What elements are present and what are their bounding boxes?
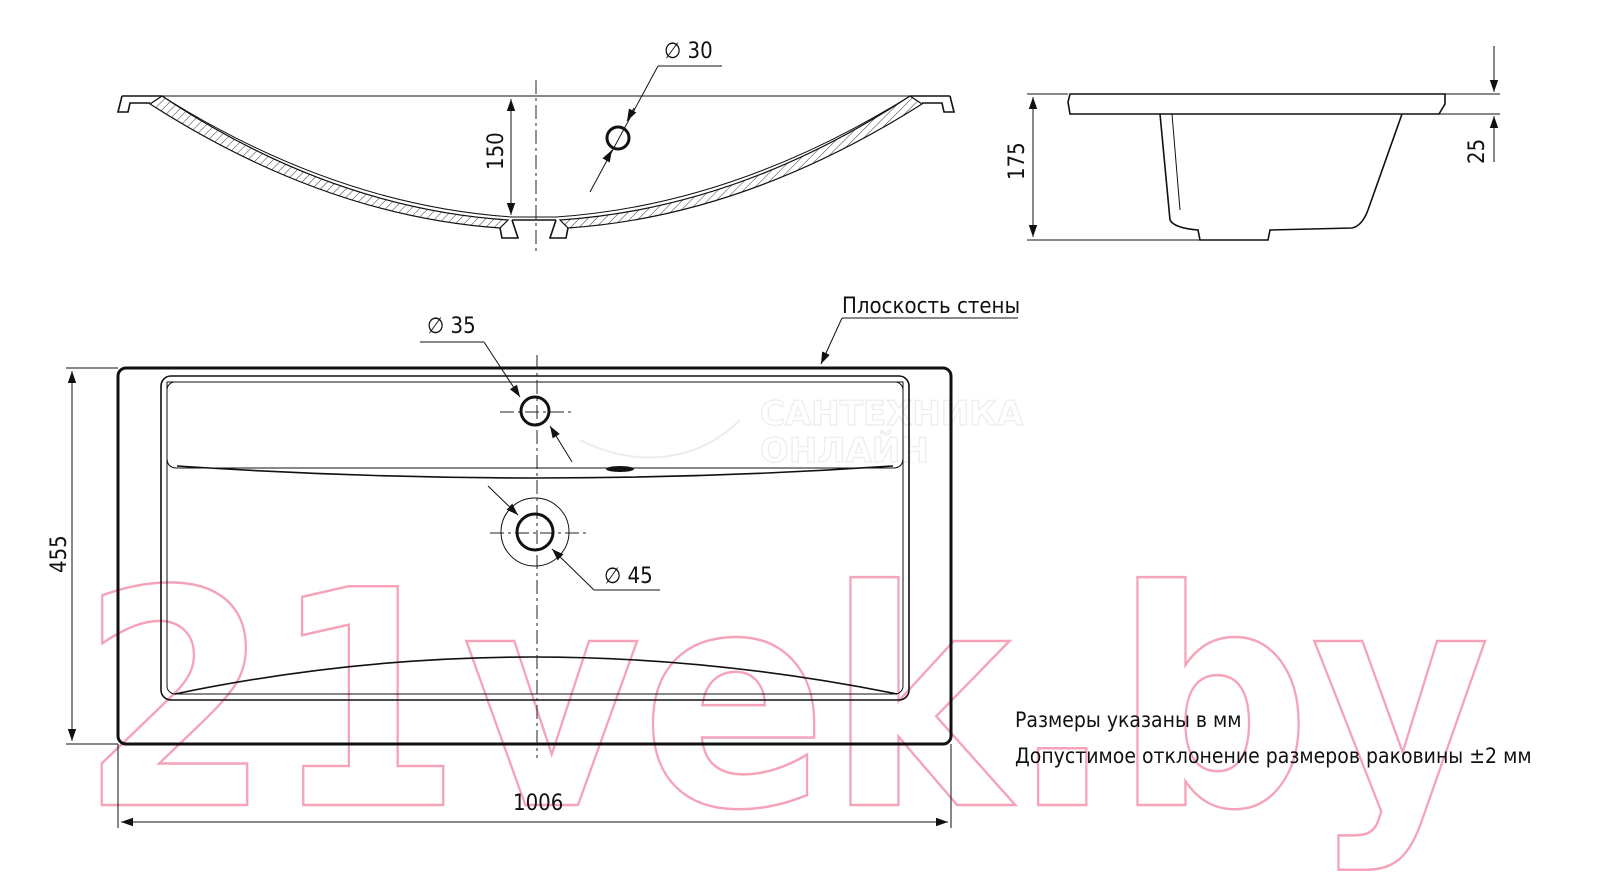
watermark-small-logo: САНТЕХНИКА ОНЛАЙН xyxy=(579,393,1025,472)
dim-profile-height: 175 xyxy=(1005,142,1030,180)
dim-plan-width: 1006 xyxy=(513,791,563,816)
dim-side-depth: 150 xyxy=(484,132,509,170)
dim-drain: ∅ 45 xyxy=(604,564,653,589)
side-profile-view: 175 25 xyxy=(1005,46,1500,241)
svg-text:САНТЕХНИКА: САНТЕХНИКА xyxy=(760,394,1024,434)
dim-tap-hole: ∅ 35 xyxy=(427,314,476,339)
dim-plan-depth: 455 xyxy=(47,535,72,573)
plan-view: ∅ 35 ∅ 45 Плоскость стены 455 1006 xyxy=(47,294,1020,828)
wall-plane-label: Плоскость стены xyxy=(842,294,1020,319)
svg-text:ОНЛАЙН: ОНЛАЙН xyxy=(760,430,929,471)
watermark-text: 21vek.by xyxy=(80,527,1490,876)
notes: Размеры указаны в мм Допустимое отклонен… xyxy=(1015,708,1532,768)
dim-overflow-hole: ∅ 30 xyxy=(664,39,713,64)
dim-rim-thickness: 25 xyxy=(1465,139,1490,164)
note-units: Размеры указаны в мм xyxy=(1015,708,1242,732)
watermark: 21vek.by САНТЕХНИКА ОНЛАЙН xyxy=(79,393,1492,877)
note-tolerance: Допустимое отклонение размеров раковины … xyxy=(1015,744,1532,768)
front-section-view: 150 ∅ 30 xyxy=(116,39,956,255)
